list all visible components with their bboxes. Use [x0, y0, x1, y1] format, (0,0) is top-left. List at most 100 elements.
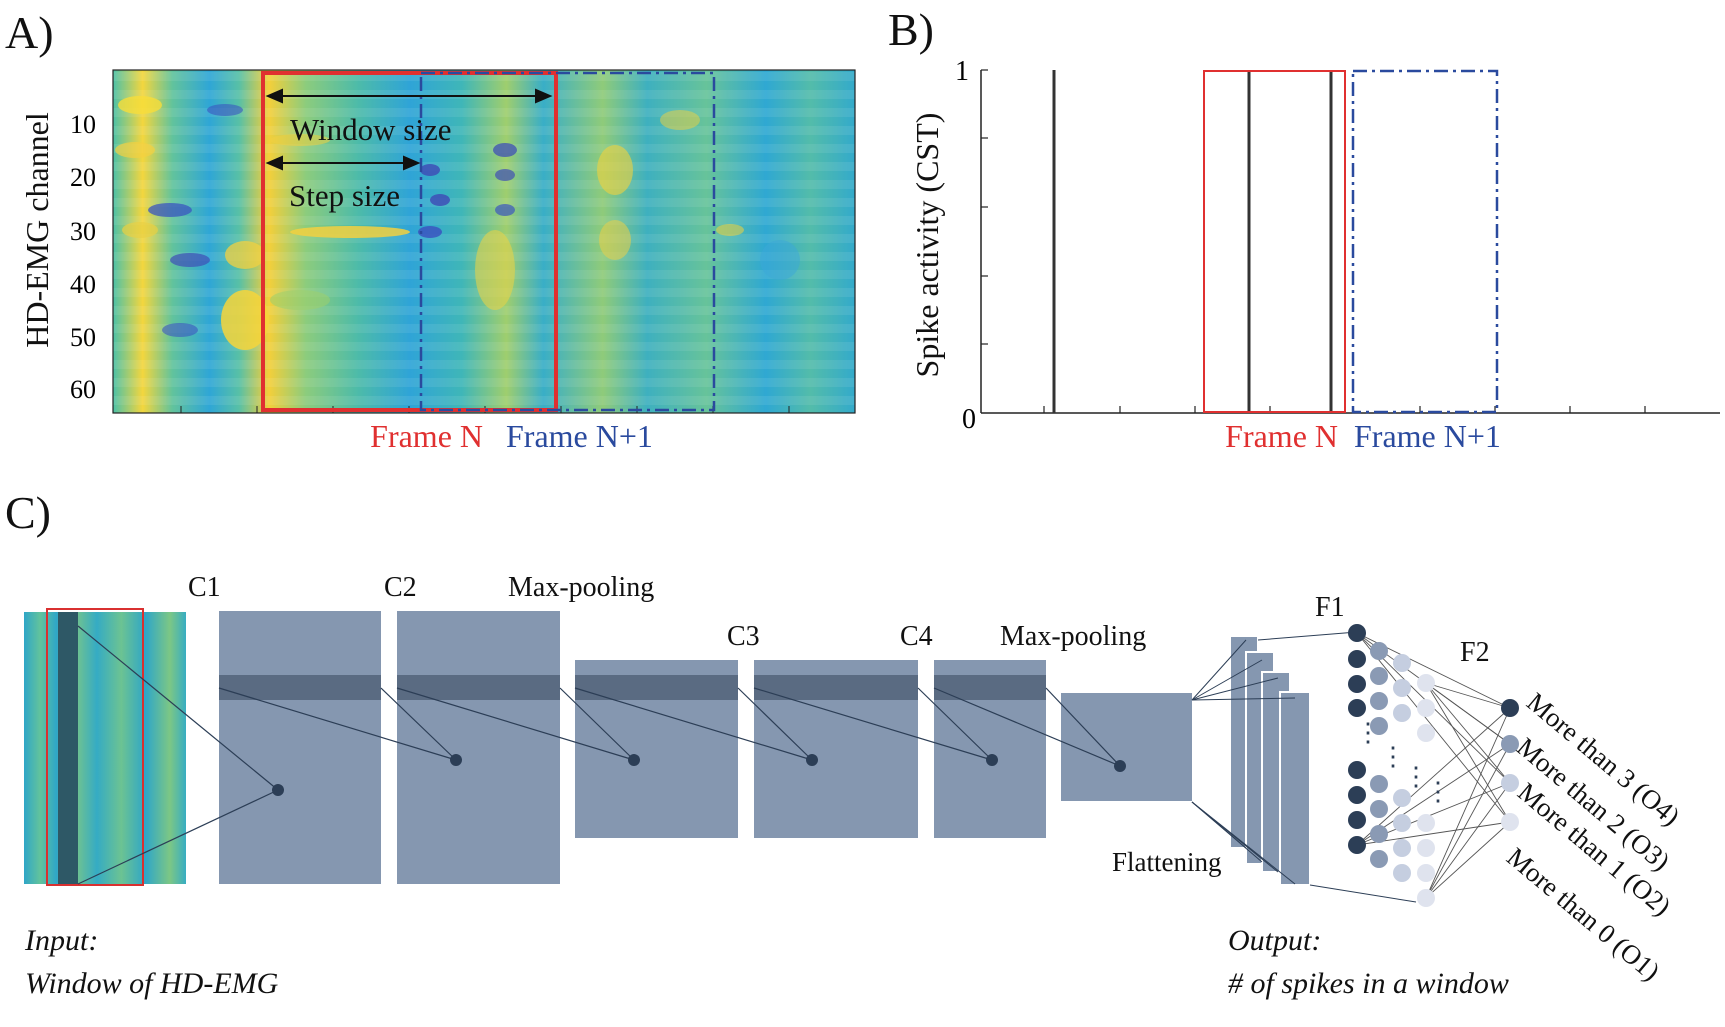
dense-edge [1425, 682, 1511, 784]
maxpool1-label: Max-pooling [508, 572, 654, 603]
ytick-bottom-label: 0 [962, 404, 976, 435]
output-node [1501, 699, 1519, 717]
dense-nodes [1348, 624, 1519, 907]
dense-node [1393, 864, 1411, 882]
heatmap-blob [420, 164, 440, 176]
f1-label: F1 [1315, 592, 1345, 623]
heatmap-blob [493, 143, 517, 157]
layer-c1 [219, 611, 381, 884]
dense-node [1393, 654, 1411, 672]
heatmap-blob [207, 104, 243, 116]
frame-n-box [261, 71, 558, 412]
dense-node [1417, 699, 1435, 717]
dense-node [1393, 679, 1411, 697]
heatmap-blob [475, 230, 515, 310]
heatmap-blob [599, 220, 631, 260]
ellipsis-col4: ⋮ [1425, 777, 1451, 806]
heatmap-blob [162, 323, 198, 337]
flattening-label: Flattening [1112, 847, 1222, 877]
heatmap-blob [597, 145, 633, 195]
dense-node [1348, 650, 1366, 668]
dense-node [1417, 839, 1435, 857]
ellipsis-col2: ⋮ [1380, 742, 1406, 771]
frame-n-label: Frame N [1225, 418, 1338, 454]
panel-c: C) Input: Window of HD-EMG C1 C2 Max-poo… [5, 487, 1686, 1000]
heatmap-blob [290, 226, 410, 238]
heatmap-blob [716, 224, 744, 236]
c1-label: C1 [188, 572, 221, 603]
heatmap-blob [418, 226, 442, 238]
dense-node [1393, 839, 1411, 857]
c3-label: C3 [727, 621, 760, 652]
input-window-box [46, 608, 144, 886]
output-node [1501, 774, 1519, 792]
dense-node [1348, 786, 1366, 804]
window-size-label: Window size [290, 112, 451, 147]
input-caption-line2: Window of HD-EMG [25, 967, 279, 1000]
step-size-label: Step size [289, 178, 400, 213]
output-node [1501, 735, 1519, 753]
heatmap-blob [495, 169, 515, 181]
output-node [1501, 813, 1519, 831]
dense-edge [1425, 682, 1511, 709]
heatmap-blob [270, 134, 330, 146]
ytick-label: 50 [70, 323, 96, 352]
dense-node [1348, 675, 1366, 693]
c4-label: C4 [900, 621, 933, 652]
panel-a: A) HD-EMG channel 10 20 30 40 50 60 [5, 7, 856, 454]
input-kernel-column [58, 612, 78, 884]
heatmap-blob [221, 290, 269, 350]
dense-node [1393, 789, 1411, 807]
dense-node [1370, 717, 1388, 735]
dense-node [1370, 667, 1388, 685]
heatmap-blob [122, 222, 158, 238]
panel-b: B) Spike activity (CST) 1 0 Frame N Fram… [888, 4, 1720, 454]
c2-label: C2 [384, 572, 417, 603]
panel-a-ylabel: HD-EMG channel [19, 112, 55, 348]
maxpool2-label: Max-pooling [1000, 621, 1146, 652]
dense-node [1348, 699, 1366, 717]
dense-edge [1425, 682, 1511, 823]
flatten-stack [1229, 635, 1311, 886]
dense-node [1370, 825, 1388, 843]
panel-b-label: B) [888, 4, 934, 55]
heatmap-blob [148, 203, 192, 217]
dense-node [1417, 814, 1435, 832]
dense-node [1370, 800, 1388, 818]
panel-a-label: A) [5, 7, 54, 58]
heatmap-blobs [115, 96, 800, 350]
dense-edge [1425, 821, 1511, 899]
ytick-label: 20 [70, 163, 96, 192]
layer-pool1-band [575, 675, 738, 700]
heatmap-blob [118, 96, 162, 114]
layer-c2-band [397, 675, 560, 700]
dense-node [1370, 850, 1388, 868]
step-size-arrow [265, 155, 421, 171]
frame-n1-label: Frame N+1 [1354, 418, 1501, 454]
input-caption-line1: Input: [24, 924, 98, 957]
panel-b-ylabel: Spike activity (CST) [909, 113, 945, 378]
dense-node [1393, 814, 1411, 832]
dense-edge [1425, 682, 1511, 745]
dense-node [1348, 761, 1366, 779]
output-caption-line1: Output: [1228, 924, 1321, 957]
dense-node [1370, 775, 1388, 793]
ytick-label: 40 [70, 270, 96, 299]
dense-node [1417, 889, 1435, 907]
input-window-image [24, 612, 186, 884]
dense-edge [1425, 707, 1511, 899]
heatmap-blob [270, 290, 330, 310]
panel-a-yticks: 10 20 30 40 50 60 [70, 110, 96, 404]
dense-node [1370, 692, 1388, 710]
heatmap-blob [495, 204, 515, 216]
heatmap-blob [115, 142, 155, 158]
panel-c-label: C) [5, 487, 51, 538]
heatmap-border [112, 69, 856, 414]
frame-n-label: Frame N [370, 418, 483, 454]
heatmap-blob [170, 253, 210, 267]
ytick-label: 60 [70, 375, 96, 404]
panel-b-yticks [981, 69, 988, 345]
kernel-dots [272, 754, 1126, 796]
frame-n-box [1203, 70, 1346, 413]
